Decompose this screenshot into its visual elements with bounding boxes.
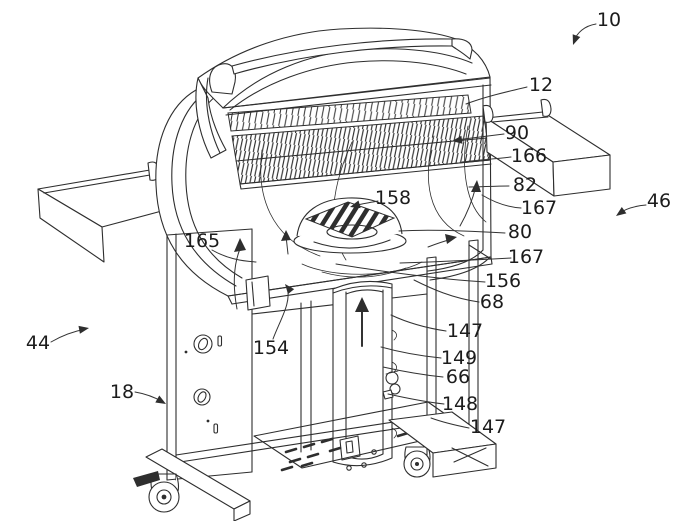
right-caster (404, 447, 430, 477)
leader-68 (414, 280, 479, 302)
leader-167a (482, 195, 521, 208)
ref-label-82: 82 (513, 174, 537, 196)
leader-167b (400, 258, 511, 263)
leader-166 (462, 157, 511, 162)
leader-165 (212, 250, 256, 262)
airflow-arrow-duct (355, 297, 369, 346)
airflow-arrows (234, 180, 481, 346)
ref-label-12: 12 (529, 74, 553, 96)
ref-label-166: 166 (511, 145, 547, 167)
leader-154 (273, 284, 295, 339)
leader-147a (391, 315, 446, 331)
burner-assembly (294, 198, 406, 253)
ref-label-167a: 167 (521, 197, 557, 219)
leader-149 (381, 347, 441, 358)
right-side-shelf (483, 99, 610, 196)
leader-44 (51, 325, 89, 342)
cart-frame (167, 229, 491, 480)
ref-label-165: 165 (184, 230, 220, 252)
lid-handle (210, 39, 472, 94)
ref-label-167b: 167 (508, 246, 544, 268)
ref-label-44: 44 (26, 332, 50, 354)
ref-label-154: 154 (253, 337, 289, 359)
right-base-leg (389, 412, 496, 477)
warming-rack (228, 95, 471, 131)
leader-80 (399, 230, 505, 233)
ref-label-158: 158 (375, 187, 411, 209)
ref-label-90: 90 (505, 122, 529, 144)
airflow-arrow-firebox-left (281, 230, 291, 254)
leader-147b (431, 418, 469, 428)
ref-label-18: 18 (110, 381, 134, 403)
leader-158 (350, 200, 378, 209)
leader-90 (452, 134, 504, 144)
ref-label-80: 80 (508, 221, 532, 243)
ref-label-147a: 147 (447, 320, 483, 342)
ref-label-46: 46 (647, 190, 671, 212)
ref-label-147b: 147 (470, 416, 506, 438)
leader-148 (388, 394, 444, 404)
leader-12 (466, 87, 527, 104)
cooking-grate (232, 116, 491, 189)
leader-156 (336, 264, 485, 282)
ref-label-149: 149 (441, 347, 477, 369)
lid (196, 28, 491, 158)
center-air-duct (333, 281, 397, 470)
ref-label-10: 10 (597, 9, 621, 31)
leader-82 (469, 186, 509, 187)
reference-labels: 10 12 90 166 82 167 46 158 80 167 156 68… (26, 9, 671, 438)
airflow-arrow-right-wall (460, 180, 481, 226)
airflow-arrow-left-vent (234, 238, 246, 309)
ref-label-156: 156 (485, 270, 521, 292)
left-caster (133, 471, 179, 512)
leader-18 (135, 392, 166, 404)
leader-66 (383, 367, 443, 377)
ref-label-148: 148 (442, 393, 478, 415)
ref-label-68: 68 (480, 291, 504, 313)
leader-10 (572, 24, 596, 45)
airflow-arrow-firebox-bottom (428, 234, 457, 247)
leader-46 (616, 205, 646, 216)
leader-lines (51, 24, 646, 428)
ref-label-66: 66 (446, 366, 470, 388)
